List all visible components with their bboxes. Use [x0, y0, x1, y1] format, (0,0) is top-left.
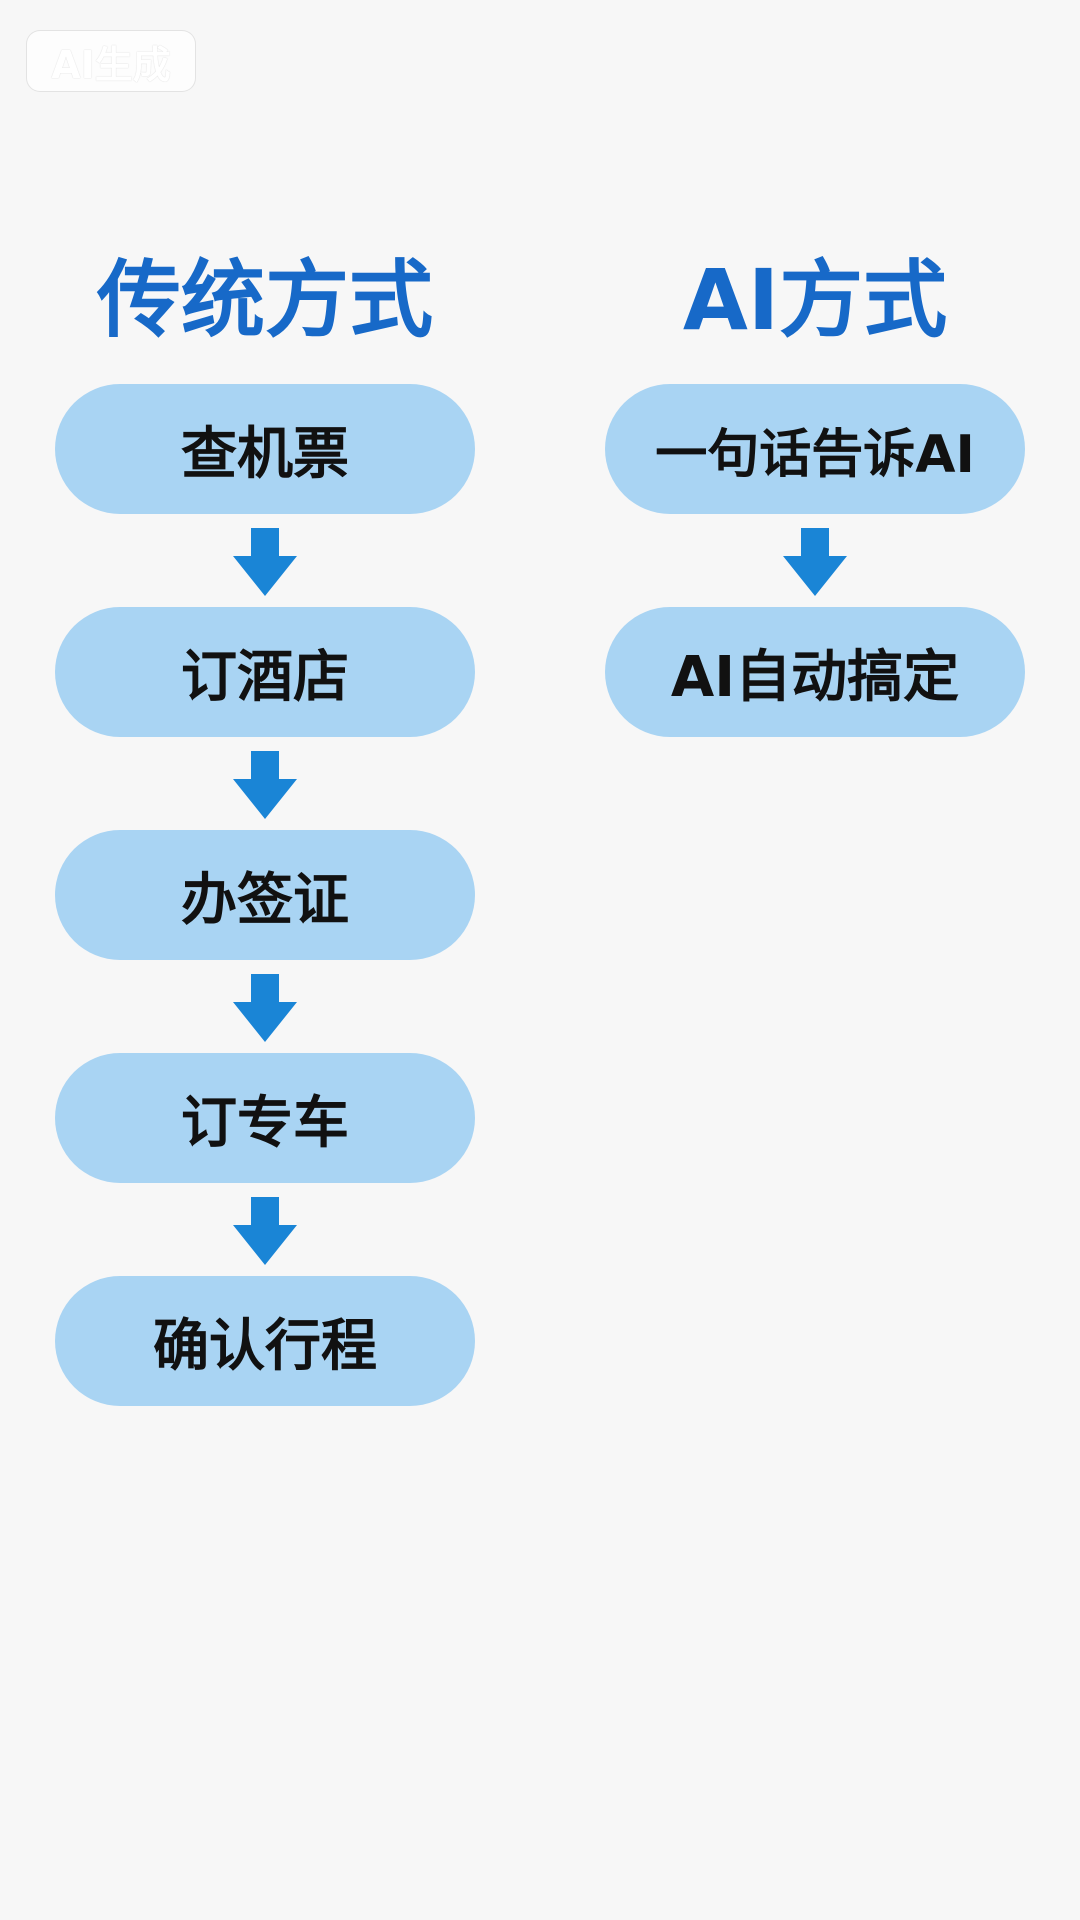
ai-title: AI方式 — [682, 251, 948, 349]
ai-step-2: AI自动搞定 — [605, 607, 1025, 737]
down-arrow-icon — [231, 751, 299, 819]
traditional-step-5: 确认行程 — [55, 1276, 475, 1406]
traditional-step-1: 查机票 — [55, 384, 475, 514]
traditional-step-4: 订专车 — [55, 1053, 475, 1183]
traditional-title: 传统方式 — [96, 251, 433, 349]
down-arrow-icon — [231, 528, 299, 596]
traditional-step-3: 办签证 — [55, 830, 475, 960]
ai-generated-watermark: AI生成 — [26, 30, 196, 92]
down-arrow-icon — [231, 974, 299, 1042]
down-arrow-icon — [781, 528, 849, 596]
ai-step-1: 一句话告诉AI — [605, 384, 1025, 514]
down-arrow-icon — [231, 1197, 299, 1265]
traditional-step-2: 订酒店 — [55, 607, 475, 737]
